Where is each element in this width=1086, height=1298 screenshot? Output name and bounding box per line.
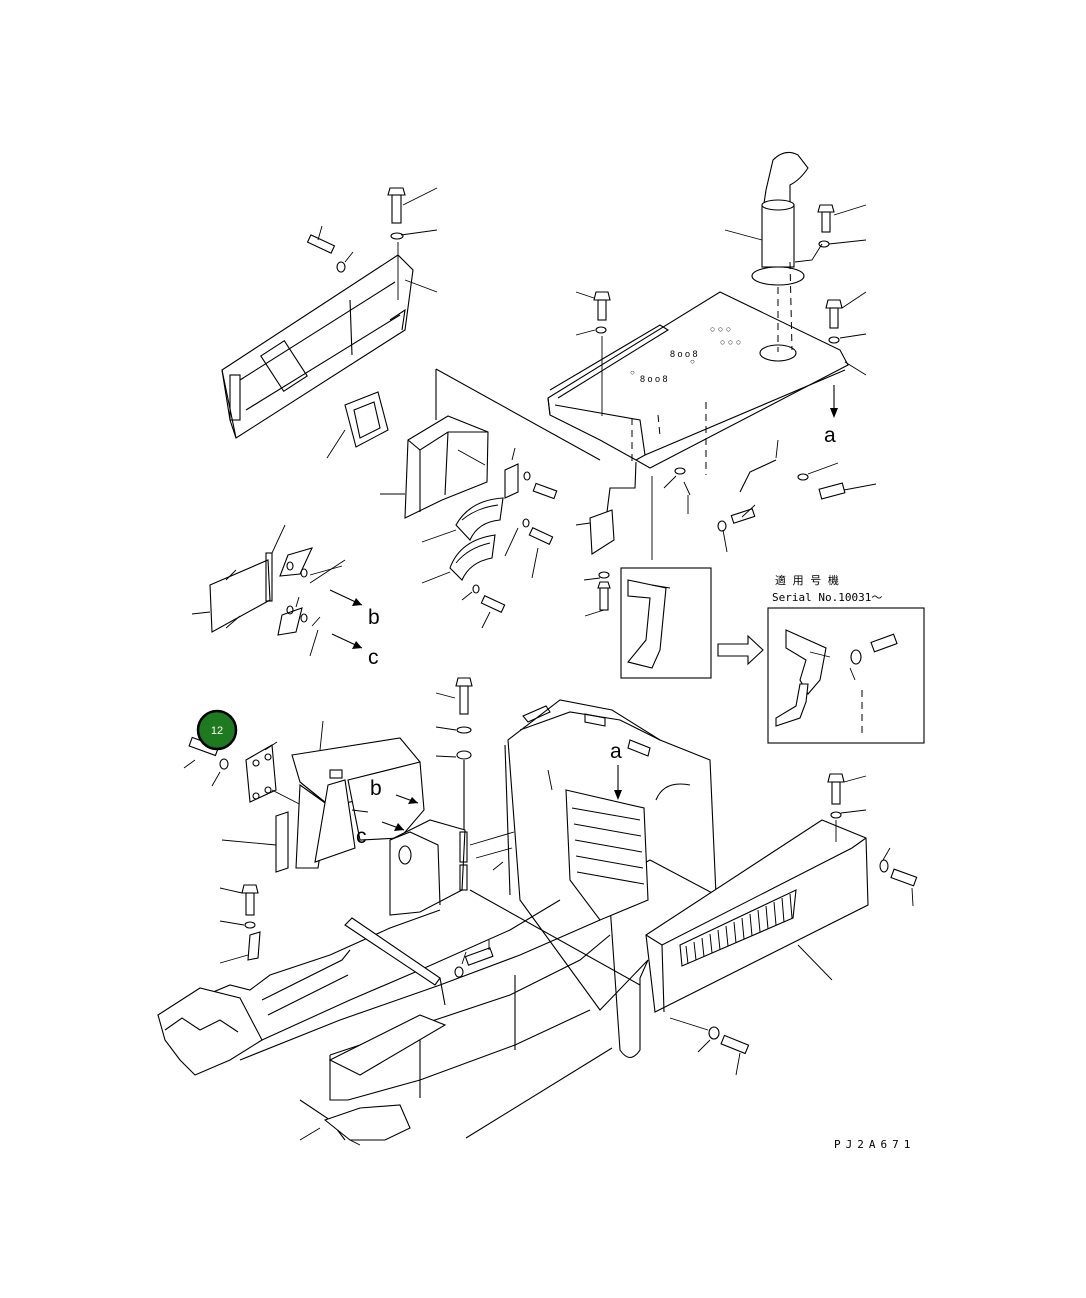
louver-grilles [421, 449, 504, 584]
rubber-seal-ring [326, 391, 389, 459]
side-panel-bolts [669, 773, 918, 1076]
label-c-upper: c [368, 646, 379, 669]
main-frame [157, 831, 641, 1146]
callout-number: 12 [211, 725, 223, 737]
svg-text:8 o o 8: 8 o o 8 [640, 374, 668, 384]
rubber-strip [221, 811, 289, 873]
callout-badge-12[interactable]: 12 [196, 709, 238, 751]
svg-text:○ ○ ○: ○ ○ ○ [720, 337, 741, 347]
arrows-b-c-upper [329, 589, 363, 649]
svg-text:○: ○ [690, 357, 695, 366]
drawing-code: PJ2A671 [834, 1138, 915, 1151]
arrows-b-c-lower [381, 794, 419, 831]
label-b-lower: b [370, 777, 382, 800]
upright-post [389, 819, 468, 916]
front-cover-b-c [291, 720, 425, 869]
panel-bolts [306, 187, 438, 300]
serial-note-title: 適 用 号 機 [775, 573, 839, 587]
detail-box-left [620, 567, 712, 679]
hood-bolts [575, 204, 867, 418]
svg-text:○: ○ [630, 368, 635, 377]
radiator-grille-slats [565, 765, 649, 921]
label-b-upper: b [368, 606, 380, 629]
side-cover-panel [221, 254, 414, 439]
frame-bolts [219, 884, 494, 978]
serial-note-serial: Serial No.10031～ [772, 591, 882, 604]
exhaust-pipe [724, 151, 809, 286]
engine-hood: ○ ○ ○ ○ ○ ○ 8 o o 8 8 o o 8 ○ ○ [547, 261, 867, 469]
label-c-lower: c [356, 825, 367, 848]
hood-support-bracket [575, 402, 877, 617]
side-panel-right [645, 819, 869, 1013]
svg-text:8 o o 8: 8 o o 8 [670, 349, 698, 359]
upper-bolts-mid [435, 677, 473, 830]
svg-text:○ ○ ○: ○ ○ ○ [710, 324, 731, 334]
side-plate-left [191, 524, 346, 657]
side-panel-vents [685, 893, 793, 965]
label-a-upper: a [824, 424, 836, 447]
label-a-lower: a [610, 740, 622, 763]
bracket-small-center [461, 447, 558, 629]
air-duct [380, 368, 601, 519]
hood-hole-markings: ○ ○ ○ ○ ○ ○ 8 o o 8 8 o o 8 ○ ○ [630, 324, 741, 384]
detail-arrow [717, 634, 764, 666]
detail-box-right [767, 607, 925, 744]
